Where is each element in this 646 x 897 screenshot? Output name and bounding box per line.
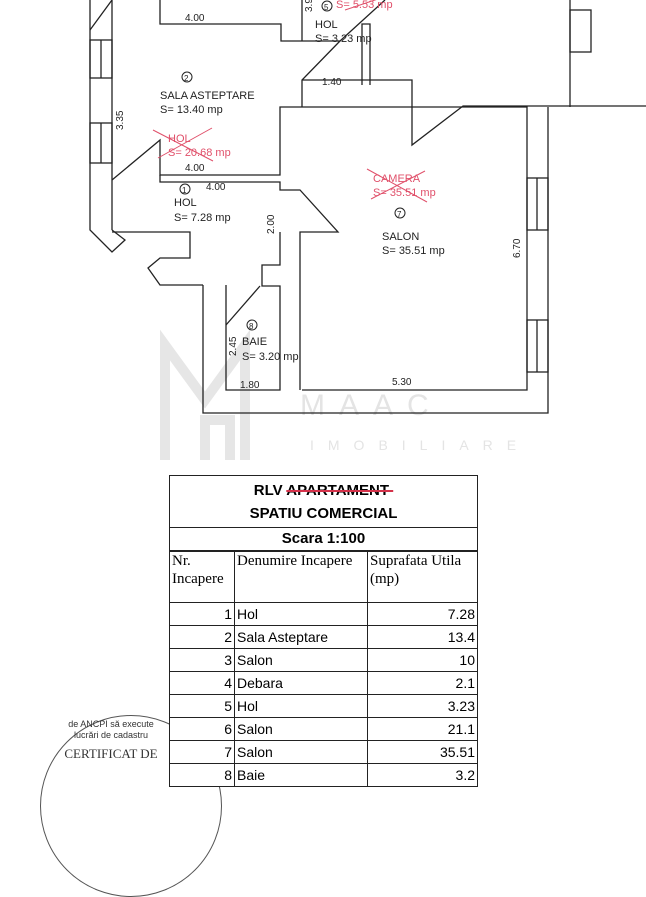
dim-salon-height: 6.70	[512, 238, 523, 258]
rooms-table: Nr. Incapere Denumire Incapere Suprafata…	[170, 551, 477, 787]
room-8: 8 BAIE S= 3.20 mp	[242, 319, 299, 363]
cell-area: 3.23	[367, 694, 477, 718]
watermark-sub: IMOBILIARE	[310, 437, 530, 453]
table-title: RLV APARTAMENT- SPATIU COMERCIAL	[170, 476, 477, 528]
walls	[89, 0, 646, 414]
stamp-arc-text: de ANCPI să execute lucrări de cadastru	[68, 719, 154, 740]
watermark-brand: MAAC	[300, 389, 443, 422]
floor-plan: MAAC IMOBILIARE 4.00 3.9 1.40 3.35 4.00 …	[89, 0, 646, 460]
dim-sala-width: 4.00	[185, 163, 205, 174]
cell-area: 35.51	[367, 740, 477, 764]
cell-area: 21.1	[367, 717, 477, 741]
cell-number: 5	[170, 694, 235, 718]
room-5: 5 S= 5.53 mp HOL S= 3.23 mp	[315, 0, 393, 45]
room-area: S= 7.28 mp	[174, 212, 231, 224]
room-number: 8	[249, 322, 254, 331]
room-area: S= 35.51 mp	[382, 245, 445, 257]
stamp-label: CERTIFICAT DE	[64, 746, 158, 761]
cell-name: Salon	[234, 717, 368, 741]
struck-area: S= 5.53 mp	[336, 0, 393, 11]
cell-number: 6	[170, 717, 235, 741]
cell-number: 3	[170, 648, 235, 672]
cell-area: 2.1	[367, 671, 477, 695]
cell-number: 7	[170, 740, 235, 764]
cell-number: 2	[170, 625, 235, 649]
cell-name: Salon	[234, 648, 368, 672]
title-struck: APARTAMENT-	[286, 482, 394, 499]
cell-area: 10	[367, 648, 477, 672]
struck-area: S= 20.68 mp	[168, 147, 231, 159]
room-name: BAIE	[242, 336, 267, 348]
cell-name: Hol	[234, 602, 368, 626]
room-7: CAMERA S= 35.51 mp 7 SALON S= 35.51 mp	[366, 168, 445, 257]
room-number: 2	[184, 74, 189, 83]
cell-name: Baie	[234, 763, 368, 787]
struck-name: HOL	[168, 133, 191, 145]
dim-hol1-depth: 2.00	[266, 214, 277, 234]
title-prefix: RLV	[253, 482, 283, 499]
cell-area: 7.28	[367, 602, 477, 626]
room-name: SALON	[382, 231, 419, 243]
header-area: Suprafata Utila (mp)	[367, 551, 477, 603]
room-name: HOL	[174, 197, 197, 209]
watermark-logo	[160, 329, 250, 460]
room-number: 7	[397, 210, 402, 219]
header-name: Denumire Incapere	[234, 551, 368, 603]
room-number: 1	[182, 186, 187, 195]
header-nr: Nr. Incapere	[170, 551, 235, 603]
room-1: 1 HOL S= 7.28 mp	[174, 183, 231, 224]
dimensions: 4.00 3.9 1.40 3.35 4.00 4.00 2.00 6.70 5…	[115, 0, 523, 391]
room-area: S= 3.20 mp	[242, 351, 299, 363]
cell-name: Debara	[234, 671, 368, 695]
cell-area: 3.2	[367, 763, 477, 787]
cell-name: Sala Asteptare	[234, 625, 368, 649]
room-name: SALA ASTEPTARE	[160, 90, 255, 102]
dim-hol5-height: 3.9	[304, 0, 315, 12]
room-number: 5	[324, 3, 329, 12]
cell-number: 4	[170, 671, 235, 695]
dim-hol1-width: 4.00	[206, 182, 226, 193]
dim-sala-height: 3.35	[115, 110, 126, 130]
room-name: HOL	[315, 19, 338, 31]
cell-number: 1	[170, 602, 235, 626]
cell-area: 13.4	[367, 625, 477, 649]
scale-label: Scara 1:100	[170, 528, 477, 551]
dim-salon-width: 5.30	[392, 377, 412, 388]
cell-number: 8	[170, 763, 235, 787]
dim-passage: 1.40	[322, 77, 342, 88]
dim-baie-width: 1.80	[240, 380, 260, 391]
room-schedule-table: RLV APARTAMENT- SPATIU COMERCIAL Scara 1…	[169, 475, 478, 787]
cell-name: Hol	[234, 694, 368, 718]
cell-name: Salon	[234, 740, 368, 764]
dim-top-room-width: 4.00	[185, 13, 205, 24]
struck-name: CAMERA	[373, 173, 421, 185]
title-line2: SPATIU COMERCIAL	[249, 505, 398, 522]
room-2: 2 SALA ASTEPTARE S= 13.40 mp HOL S= 20.6…	[152, 71, 255, 162]
room-area: S= 3.23 mp	[315, 33, 372, 45]
dim-baie-height: 2.45	[228, 336, 239, 356]
room-area: S= 13.40 mp	[160, 104, 223, 116]
